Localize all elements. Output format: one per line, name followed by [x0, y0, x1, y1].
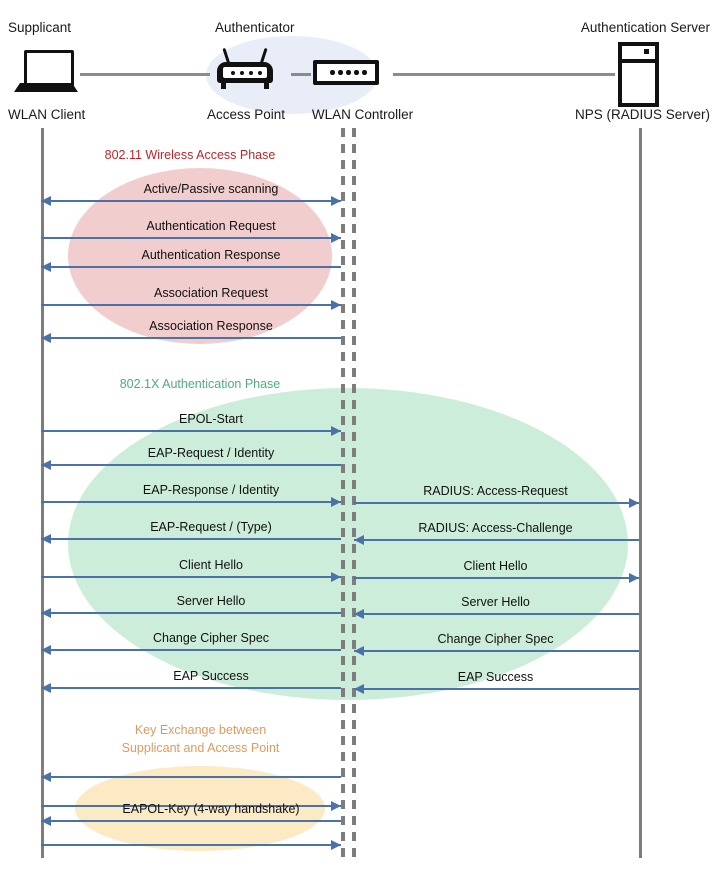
arrow-p2-right-4 — [354, 577, 639, 579]
arrow-p2-left-1-head-left — [41, 460, 51, 470]
actor-device-access-point: Access Point — [206, 107, 286, 122]
actor-device-wlan-client: WLAN Client — [8, 107, 86, 122]
wire-client-to-ap — [80, 73, 210, 76]
arrow-p2-left-3-head-left — [41, 534, 51, 544]
lifeline-wlan-controller — [352, 128, 356, 858]
arrow-p2-left-5 — [41, 612, 341, 614]
arrow-p2-right-3-head-left — [354, 535, 364, 545]
message-label-p3-2: EAPOL-Key (4-way handshake) — [122, 802, 300, 816]
message-label-p1-0: Active/Passive scanning — [143, 182, 279, 196]
arrow-p2-left-2-head-right — [331, 497, 341, 507]
message-label-p2-left-1: EAP-Request / Identity — [147, 446, 275, 460]
arrow-p1-2 — [41, 266, 341, 268]
actor-device-wlan-controller: WLAN Controller — [311, 107, 414, 122]
message-label-p2-left-0: EPOL-Start — [179, 412, 243, 426]
arrow-p2-left-5-head-left — [41, 608, 51, 618]
arrow-p2-left-3 — [41, 538, 341, 540]
arrow-p2-right-7-head-left — [354, 684, 364, 694]
arrow-p1-4-head-left — [41, 333, 51, 343]
arrow-p3-3 — [41, 844, 341, 846]
arrow-p2-right-7 — [354, 688, 639, 690]
arrow-p1-0-head-right — [331, 196, 341, 206]
server-icon — [618, 42, 659, 107]
actor-device-nps: NPS (RADIUS Server) — [574, 107, 710, 122]
arrow-p1-3-head-right — [331, 300, 341, 310]
arrow-p2-right-6-head-left — [354, 646, 364, 656]
arrow-p3-2 — [41, 820, 341, 822]
arrow-p3-1 — [41, 805, 341, 807]
arrow-p2-left-6 — [41, 649, 341, 651]
phase-802-11-ellipse — [68, 168, 332, 344]
laptop-icon — [14, 50, 78, 94]
arrow-p2-right-5-head-left — [354, 609, 364, 619]
arrow-p2-left-0-head-right — [331, 426, 341, 436]
message-label-p2-left-7: EAP Success — [173, 669, 249, 683]
phase-802-1x-ellipse — [68, 388, 628, 700]
access-point-icon — [217, 47, 273, 92]
lifeline-access-point — [341, 128, 345, 858]
wire-ap-to-controller — [291, 73, 311, 76]
arrow-p1-4 — [41, 337, 341, 339]
arrow-p2-left-7 — [41, 687, 341, 689]
phase-title-802-11: 802.11 Wireless Access Phase — [104, 148, 276, 162]
message-label-p2-left-6: Change Cipher Spec — [152, 631, 270, 645]
arrow-p2-left-1 — [41, 464, 341, 466]
message-label-p2-right-2: RADIUS: Access-Request — [423, 484, 568, 498]
arrow-p3-1-head-right — [331, 801, 341, 811]
message-label-p2-left-4: Client Hello — [179, 558, 243, 572]
arrow-p2-right-3 — [354, 539, 639, 541]
phase-title-802-1x: 802.1X Authentication Phase — [119, 377, 281, 391]
arrow-p2-right-4-head-right — [629, 573, 639, 583]
message-label-p2-right-3: RADIUS: Access-Challenge — [418, 521, 573, 535]
arrow-p2-left-4 — [41, 576, 341, 578]
message-label-p2-right-7: EAP Success — [457, 670, 534, 684]
message-label-p2-right-5: Server Hello — [461, 595, 530, 609]
arrow-p3-2-head-left — [41, 816, 51, 826]
arrow-p2-left-2 — [41, 501, 341, 503]
arrow-p2-left-7-head-left — [41, 683, 51, 693]
message-label-p2-right-4: Client Hello — [463, 559, 528, 573]
arrow-p3-0 — [41, 776, 341, 778]
arrow-p1-0 — [41, 200, 341, 202]
message-label-p2-left-5: Server Hello — [176, 594, 246, 608]
arrow-p2-right-2-head-right — [629, 498, 639, 508]
arrow-p3-3-head-right — [331, 840, 341, 850]
arrow-p1-1 — [41, 237, 341, 239]
lifeline-auth-server — [639, 128, 642, 858]
arrow-p2-right-5 — [354, 613, 639, 615]
message-label-p2-right-6: Change Cipher Spec — [437, 632, 554, 646]
actor-role-authentication-server: Authentication Server — [580, 20, 710, 35]
arrow-p2-right-2 — [354, 502, 639, 504]
message-label-p1-2: Authentication Response — [141, 248, 281, 262]
arrow-p1-1-head-right — [331, 233, 341, 243]
actor-role-supplicant: Supplicant — [8, 20, 72, 35]
actor-role-authenticator: Authenticator — [215, 20, 295, 35]
wire-controller-to-server — [393, 73, 615, 76]
arrow-p1-3 — [41, 304, 341, 306]
message-label-p1-1: Authentication Request — [146, 219, 276, 233]
lifeline-supplicant — [41, 128, 44, 858]
message-label-p2-left-2: EAP-Response / Identity — [142, 483, 280, 497]
arrow-p1-0-head-left — [41, 196, 51, 206]
phase-title-key-exchange: Key Exchange between Supplicant and Acce… — [121, 723, 280, 755]
arrow-p2-left-0 — [41, 430, 341, 432]
message-label-p1-3: Association Request — [154, 286, 268, 300]
phase-key-exchange-ellipse — [75, 766, 325, 851]
arrow-p2-left-6-head-left — [41, 645, 51, 655]
arrow-p3-0-head-left — [41, 772, 51, 782]
arrow-p2-right-6 — [354, 650, 639, 652]
wlan-controller-icon — [313, 60, 379, 85]
message-label-p2-left-3: EAP-Request / (Type) — [150, 520, 272, 534]
arrow-p2-left-4-head-right — [331, 572, 341, 582]
arrow-p1-2-head-left — [41, 262, 51, 272]
message-label-p1-4: Association Response — [149, 319, 273, 333]
